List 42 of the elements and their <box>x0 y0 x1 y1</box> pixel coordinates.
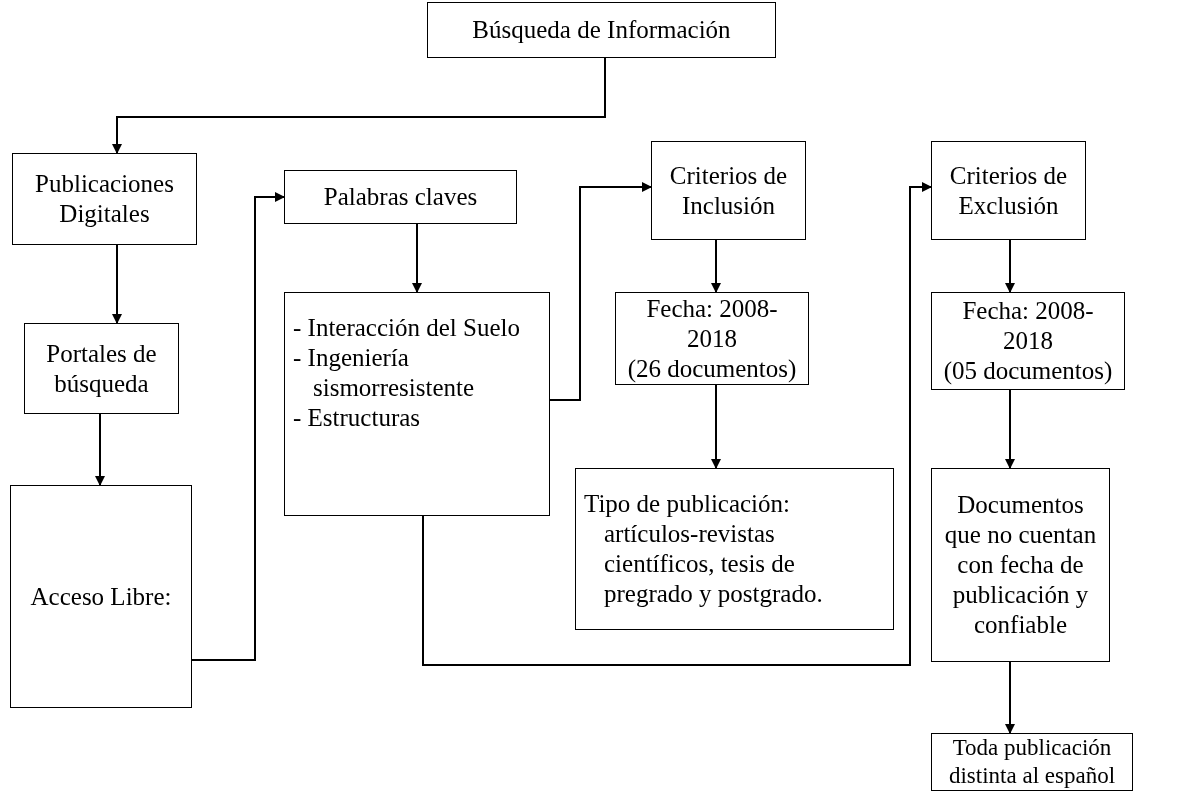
box-text: - Ingeniería sismorresistente <box>293 343 476 403</box>
box-text: (26 documentos) <box>627 353 797 384</box>
box-text: Tipo de publicación: artículos-revistas científicos, tesis de pregrado y postgrado. <box>584 489 824 609</box>
arrow <box>711 384 721 469</box>
process-box <box>931 468 1110 662</box>
box-text: Fecha: 2008-2018 <box>961 296 1095 356</box>
box-text: Criterios de Inclusión <box>668 160 789 221</box>
process-box <box>931 733 1133 791</box>
box-text: Búsqueda de Información <box>472 15 731 45</box>
arrow <box>1005 389 1015 469</box>
box-text: - Estructuras <box>293 403 422 433</box>
box-text: (05 documentos) <box>943 356 1113 386</box>
box-text: Publicaciones Digitales <box>34 169 175 229</box>
process-box <box>284 292 550 516</box>
box-text: Portales de búsqueda <box>45 338 158 399</box>
process-box <box>651 141 806 240</box>
arrow <box>1005 239 1015 293</box>
process-box <box>575 468 894 630</box>
process-box <box>615 292 809 385</box>
box-text: Fecha: 2008-2018 <box>645 293 779 354</box>
process-box <box>284 170 517 224</box>
box-text: Acceso Libre: <box>30 581 172 612</box>
arrow <box>412 223 422 293</box>
box-text: Palabras claves <box>323 182 478 212</box>
process-box <box>931 292 1125 390</box>
process-box <box>10 485 192 708</box>
arrow <box>191 192 285 661</box>
arrow <box>549 182 652 401</box>
arrow <box>112 57 606 154</box>
box-text: - Interacción del Suelo <box>293 313 520 343</box>
arrow <box>422 182 932 666</box>
process-box <box>931 141 1086 240</box>
process-box <box>427 2 776 58</box>
box-text: Documentos que no cuentan con fecha de publicación y confiable <box>943 490 1098 640</box>
process-box <box>12 153 197 245</box>
arrow <box>711 239 721 293</box>
process-box <box>24 323 179 414</box>
arrow <box>1005 661 1015 734</box>
arrow <box>112 244 122 324</box>
box-text: Criterios de Exclusión <box>948 160 1069 221</box>
arrow <box>95 413 105 486</box>
box-text: Toda publicación distinta al español <box>947 734 1117 790</box>
